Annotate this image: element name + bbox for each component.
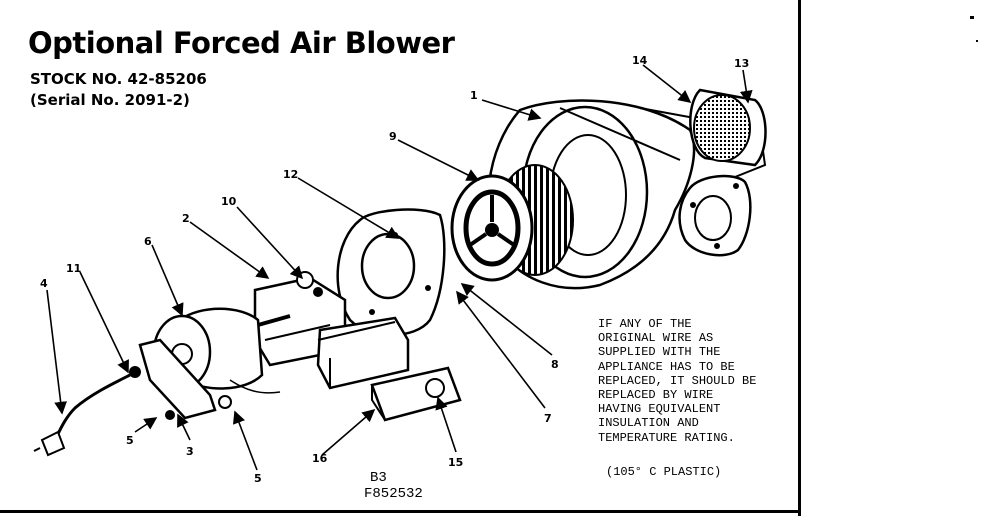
scan-speck bbox=[976, 40, 978, 42]
callout-12: 12 bbox=[283, 168, 298, 181]
note-line: REPLACED, IT SHOULD BE bbox=[598, 373, 757, 388]
drawing-code-line2: F852532 bbox=[364, 486, 423, 502]
callout-11: 11 bbox=[66, 262, 81, 275]
note-line: SUPPLIED WITH THE bbox=[598, 345, 721, 360]
drawing-code-line1: B3 bbox=[370, 470, 387, 486]
callout-6: 6 bbox=[144, 235, 152, 248]
callout-7: 7 bbox=[544, 412, 552, 425]
impeller-wheel bbox=[450, 164, 574, 282]
callout-3: 3 bbox=[186, 445, 194, 458]
mount-base bbox=[129, 338, 232, 420]
diagram-title: Optional Forced Air Blower bbox=[28, 26, 455, 60]
note-line: TEMPERATURE RATING. bbox=[598, 430, 735, 445]
callout-leaders bbox=[46, 64, 753, 471]
switch-plate bbox=[370, 366, 462, 422]
note-line: INSULATION AND bbox=[598, 416, 699, 431]
intake-screen-plate bbox=[689, 88, 767, 167]
callout-4: 4 bbox=[40, 277, 48, 290]
callout-9: 9 bbox=[389, 130, 397, 143]
callout-15: 15 bbox=[448, 456, 463, 469]
callout-10: 10 bbox=[221, 195, 237, 208]
callout-5a: 5 bbox=[126, 434, 134, 447]
stock-number: STOCK NO. 42-85206 bbox=[30, 70, 207, 88]
plastic-rating-note: (105° C PLASTIC) bbox=[606, 465, 722, 479]
power-cord bbox=[33, 373, 131, 457]
switch-box bbox=[316, 316, 410, 390]
callout-1: 1 bbox=[470, 89, 478, 102]
scan-speck bbox=[970, 16, 974, 19]
note-line: HAVING EQUIVALENT bbox=[598, 402, 721, 417]
callout-14: 14 bbox=[632, 54, 648, 67]
frame-right-border bbox=[798, 0, 801, 516]
callout-13: 13 bbox=[734, 57, 749, 70]
callout-8: 8 bbox=[551, 358, 559, 371]
note-line: IF ANY OF THE bbox=[598, 317, 692, 331]
back-plate bbox=[336, 208, 446, 337]
callout-2: 2 bbox=[182, 212, 190, 225]
callout-16: 16 bbox=[312, 452, 328, 465]
note-line: ORIGINAL WIRE AS bbox=[598, 331, 714, 346]
note-line: APPLIANCE HAS TO BE bbox=[598, 359, 735, 374]
frame-bottom-border bbox=[0, 510, 800, 513]
callout-5b: 5 bbox=[254, 472, 262, 485]
serial-number: (Serial No. 2091-2) bbox=[30, 91, 190, 109]
callout-labels: 1 2 3 4 5 5 6 7 8 9 10 11 12 13 14 15 16 bbox=[40, 54, 749, 485]
note-line: REPLACED BY WIRE bbox=[598, 388, 714, 403]
outlet-flange bbox=[678, 174, 752, 257]
